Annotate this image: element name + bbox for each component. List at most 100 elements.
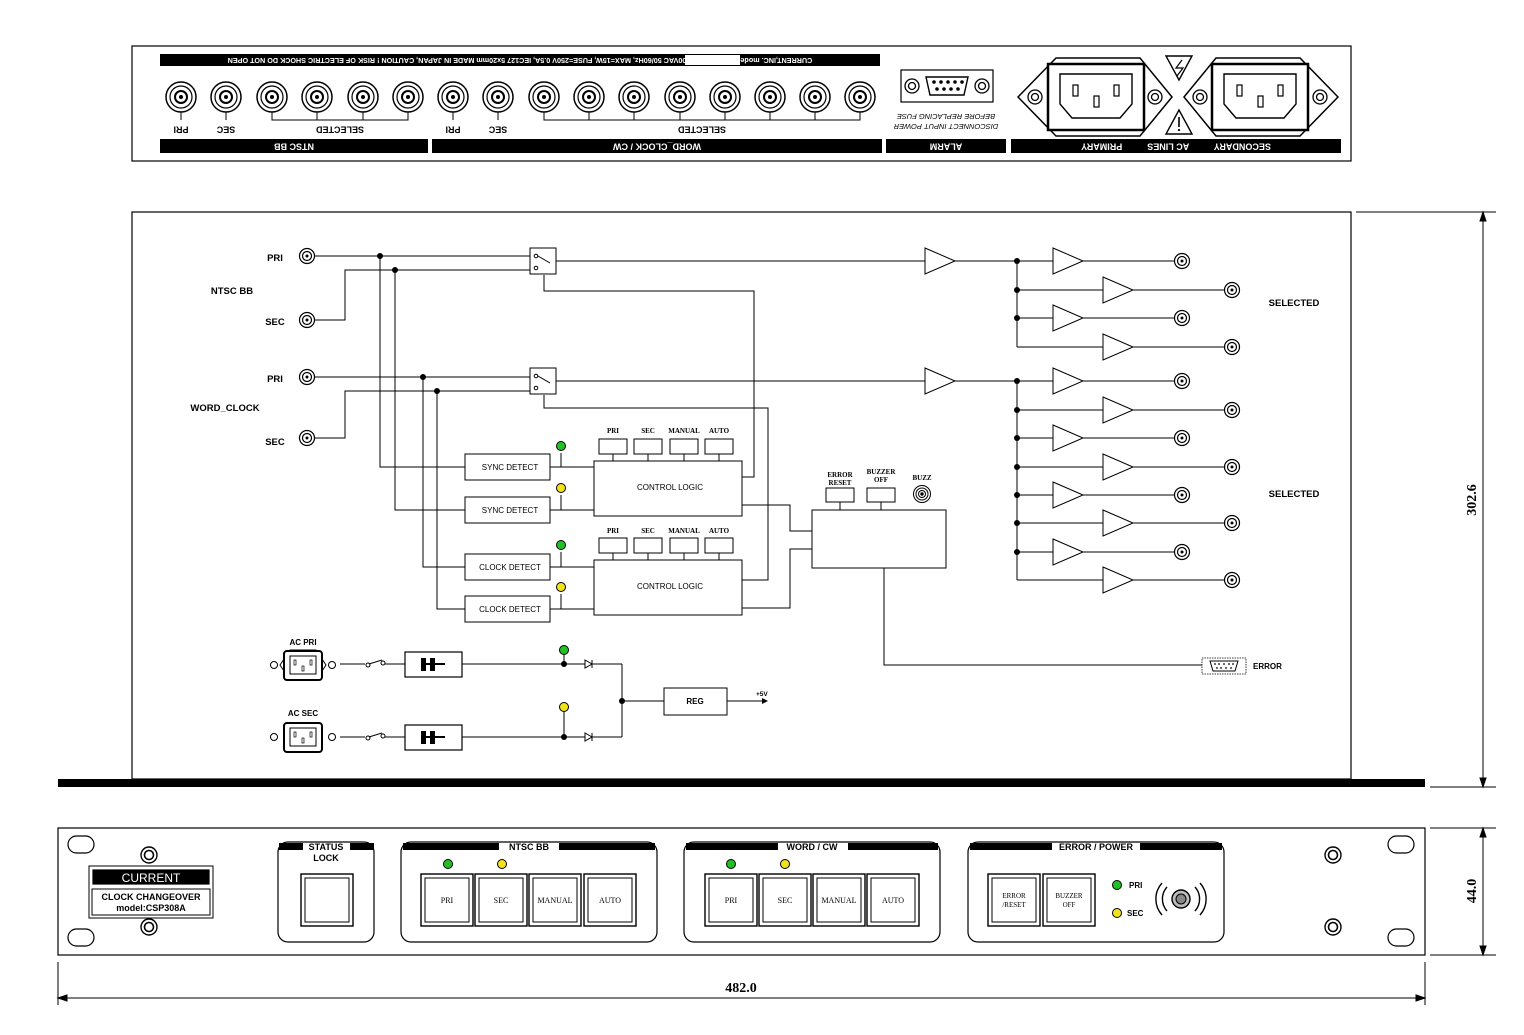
product-name: CLOCK CHANGEOVER [101,892,201,902]
rack-ear-slot [1387,835,1415,854]
buzzer-off-button[interactable]: BUZZER OFF [1042,873,1096,927]
ntsc-pri-button[interactable]: PRI [420,873,474,927]
power-pri-label: PRI [1129,881,1142,890]
brand-name: CURRENT [122,871,181,885]
diodes [584,659,594,742]
ntsc-pri-button-label: PRI [441,896,454,905]
rear-alarm-db9-connector [900,69,994,103]
ntsc-group-label: NTSC BB [211,286,253,297]
ac-pri-label: AC PRI [289,638,316,647]
regulator-output-label: +5V [756,691,768,698]
wc-sec-button[interactable]: SEC [758,873,812,927]
led-ac-pri [559,645,569,655]
error-power-section-label: ERROR / POWER [1059,842,1134,852]
error-reset-label-2: RESET [829,479,852,487]
word-cw-section-label: WORD / CW [787,842,838,852]
dimension-lines [56,210,1496,1005]
rear-ntsc-sec: SEC [216,125,235,135]
wc-auto-button-label: AUTO [882,896,904,905]
buzzer-off-label-2: OFF [874,476,888,484]
front-buzzer-icon [1155,882,1207,916]
selected-label-ntsc: SELECTED [1269,298,1320,309]
wc-sec-led [780,859,790,869]
clock-detect-pri: CLOCK DETECT [464,553,551,581]
rear-section-ntsc: NTSC BB [274,142,314,152]
error-db9-connector [1201,657,1247,675]
wc-key-auto-label: AUTO [709,527,730,535]
ntsc-sec-button[interactable]: SEC [474,873,528,927]
sync-detect-pri: SYNC DETECT [464,453,551,481]
rear-section-wc: WORD_CLOCK / CW [613,142,701,152]
status-lock-button[interactable] [300,873,354,927]
wc-auto-button[interactable]: AUTO [866,873,920,927]
led-clock-sec [556,582,566,592]
control-logic-ntsc: CONTROL LOGIC [593,460,743,517]
transformers [404,651,463,751]
wc-manual-button[interactable]: MANUAL [812,873,866,927]
rear-ntsc-selected: SELECTED [316,125,365,135]
buzzer-icon [913,485,931,503]
ntsc-auto-button[interactable]: AUTO [583,873,637,927]
arrow-right-icon [762,698,768,704]
rack-ear-slot [67,928,95,947]
ntsc-sec-led [497,859,507,869]
buzzer-off-key [866,487,896,503]
dimension-width: 482.0 [725,981,757,996]
ntsc-manual-button[interactable]: MANUAL [528,873,582,927]
ntsc-manual-button-label: MANUAL [537,896,572,905]
block-diagram: NTSC BB WORD_CLOCK PRI SEC PRI SEC [58,211,1425,787]
control-logic-ntsc-label: CONTROL LOGIC [637,483,703,492]
ntsc-key-sec-label: SEC [641,427,655,435]
wc-manual-button-label: MANUAL [821,896,856,905]
rack-ear-slot [67,835,95,854]
led-sync-sec [556,483,566,493]
ntsc-pri-led [443,859,453,869]
wc-pri-led [726,859,736,869]
error-output-label: ERROR [1253,662,1282,671]
wc-pri-label: PRI [267,374,283,385]
wc-key-sec-label: SEC [641,527,655,535]
power-switches [365,659,386,741]
selected-label-wc: SELECTED [1269,489,1320,500]
rear-ntsc-pri: PRI [173,125,188,135]
error-reset-key [825,487,855,503]
rear-top-notice: CURRENT,INC. model:CSP308A SN 100VAC 50/… [228,56,813,65]
led-clock-pri [556,540,566,550]
error-reset-button[interactable]: ERROR /RESET [987,873,1041,927]
clock-detect-pri-label: CLOCK DETECT [479,563,541,572]
rear-alarm-note-1: BEFORE REPLACING FUSE [896,112,995,121]
rear-warning-shock-icon [1164,55,1194,82]
rear-warning-caution-icon [1164,108,1194,135]
rear-section-alarm: ALARM [930,142,963,152]
ntsc-selector-switch [529,247,557,275]
ntsc-sec-label: SEC [265,317,285,328]
rear-panel: CURRENT,INC. model:CSP308A SN 100VAC 50/… [131,45,1352,162]
rear-section-bar-wc [432,139,882,153]
ntsc-sec-button-label: SEC [494,896,509,905]
rear-alarm-note-0: DISCONNECT INPUT POWER [893,122,998,131]
rear-wc-sec: SEC [488,125,507,135]
led-sync-pri [556,441,566,451]
panel-screw-icon [140,918,158,936]
error-reset-button-label-2: /RESET [1002,901,1026,909]
power-sec-led [1112,908,1122,918]
rear-wc-pri: PRI [445,125,460,135]
rear-section-bar-ntsc [160,139,428,153]
clock-detect-sec: CLOCK DETECT [464,595,551,623]
buzzer-off-button-label-2: OFF [1063,901,1076,909]
ntsc-bb-section-label: NTSC BB [509,842,549,852]
ntsc-key-auto-label: AUTO [709,427,730,435]
buzz-label: BUZZ [912,474,931,482]
dimension-depth: 302.6 [1465,484,1480,516]
power-sec-label: SEC [1127,909,1144,918]
ntsc-pri-label: PRI [267,253,283,264]
sync-detect-sec: SYNC DETECT [464,496,551,524]
wc-sec-label: SEC [265,437,285,448]
ac-sec-inlet [270,722,336,753]
led-ac-sec [559,702,569,712]
wc-pri-button[interactable]: PRI [704,873,758,927]
rear-ac-inlet-secondary [1183,57,1340,137]
dimension-height: 44.0 [1465,879,1480,904]
panel-screw-icon [140,846,158,864]
